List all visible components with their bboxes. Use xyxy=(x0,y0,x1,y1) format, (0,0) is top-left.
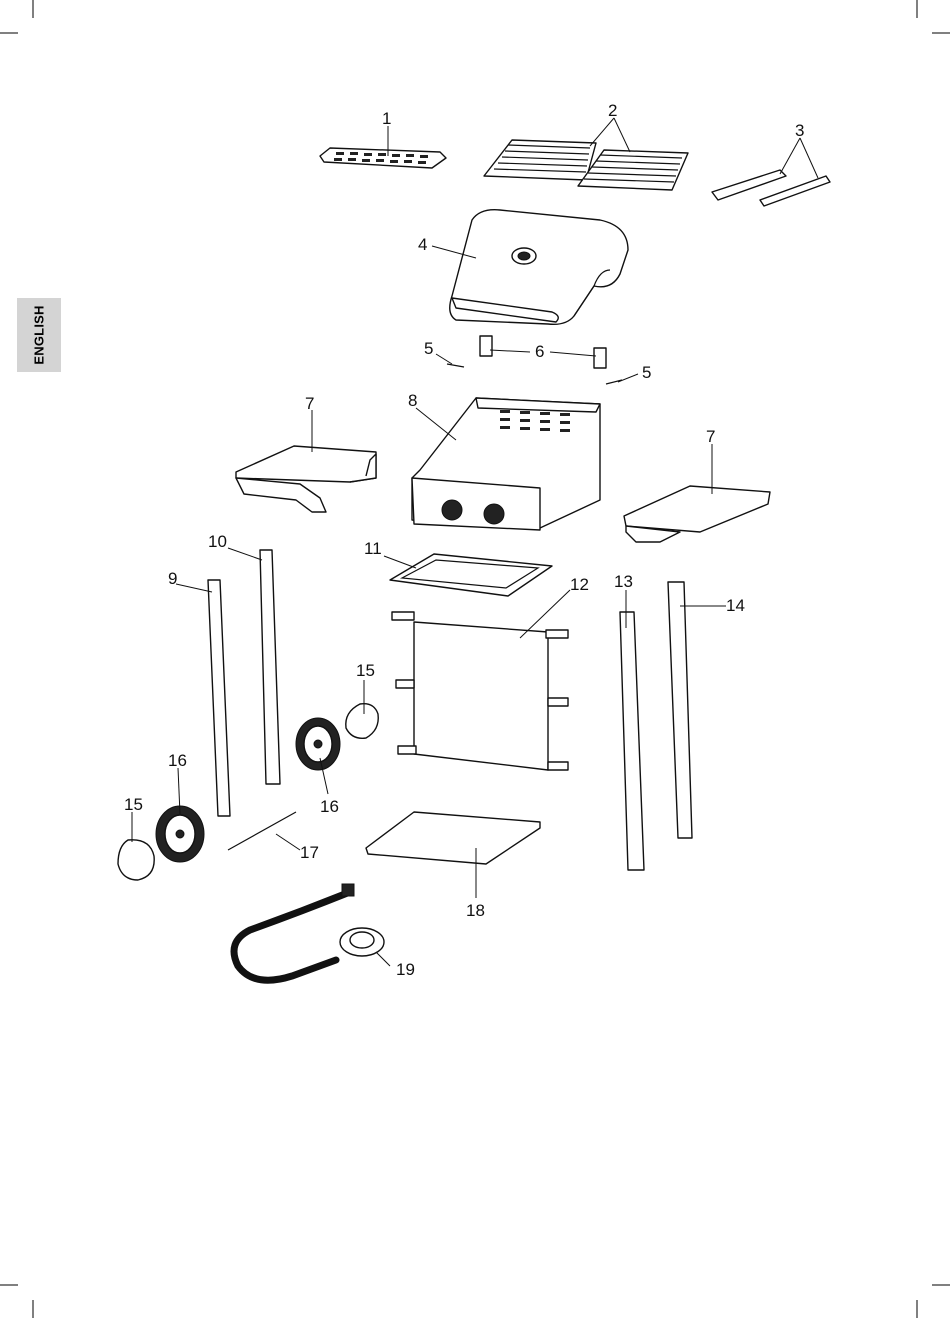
callout-17: 17 xyxy=(300,843,319,862)
part-15-cap-lower xyxy=(118,840,154,880)
part-4-lid xyxy=(450,210,628,325)
callout-2: 2 xyxy=(608,101,617,120)
callout-7-left: 7 xyxy=(305,394,314,413)
callout-19: 19 xyxy=(396,960,415,979)
callout-15-upper: 15 xyxy=(356,661,375,680)
part-9-leg xyxy=(208,580,230,816)
part-11-grease-tray xyxy=(390,554,552,596)
callout-3: 3 xyxy=(795,121,804,140)
part-19-gas-hose-regulator xyxy=(234,884,384,980)
part-2-cooking-grid-left xyxy=(484,140,596,180)
callout-16-lower: 16 xyxy=(168,751,187,770)
part-18-bottom-shelf xyxy=(366,812,540,864)
part-7-side-shelf-left xyxy=(236,446,376,512)
part-3-flame-tamers xyxy=(712,170,830,206)
part-13-leg xyxy=(620,612,644,870)
part-8-grill-body xyxy=(412,398,600,530)
callout-11: 11 xyxy=(364,539,382,558)
part-7-side-shelf-right xyxy=(624,486,770,542)
part-1-plate xyxy=(320,148,446,168)
callout-12: 12 xyxy=(570,575,589,594)
part-15-cap-upper xyxy=(346,704,378,739)
callout-16-upper: 16 xyxy=(320,797,339,816)
callout-8: 8 xyxy=(408,391,417,410)
part-16-wheel-lower xyxy=(156,806,204,862)
part-10-leg xyxy=(260,550,280,784)
callout-7-right: 7 xyxy=(706,427,715,446)
part-12-back-panel xyxy=(392,612,568,770)
callout-18: 18 xyxy=(466,901,485,920)
callout-1: 1 xyxy=(382,109,391,128)
callout-14: 14 xyxy=(726,596,745,615)
callout-13: 13 xyxy=(614,572,633,591)
callout-10: 10 xyxy=(208,532,227,551)
part-5-screw-right xyxy=(606,380,622,384)
callout-6: 6 xyxy=(535,342,544,361)
part-17-axle xyxy=(228,812,296,850)
callout-5-right: 5 xyxy=(642,363,651,382)
part-5-screw-left xyxy=(447,364,464,367)
part-14-leg xyxy=(668,582,692,838)
callout-9: 9 xyxy=(168,569,177,588)
callout-15-lower: 15 xyxy=(124,795,143,814)
callout-4: 4 xyxy=(418,235,427,254)
part-2-cooking-grid-right xyxy=(578,150,688,190)
callout-5-left: 5 xyxy=(424,339,433,358)
part-16-wheel-upper xyxy=(296,718,340,770)
